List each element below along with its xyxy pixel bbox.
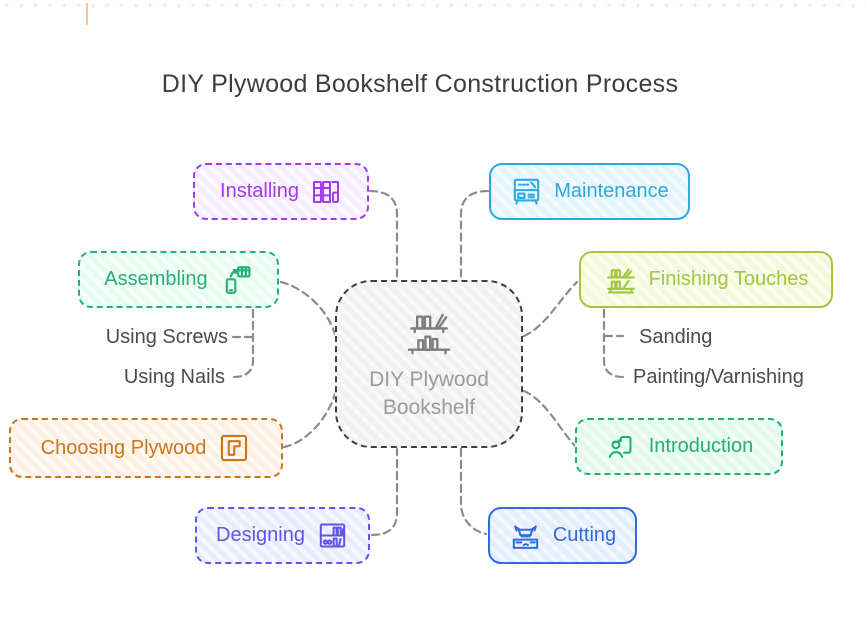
plywood-sheet-icon	[217, 431, 251, 465]
cabinet-icon	[510, 175, 543, 208]
connector-maintenance	[459, 189, 490, 281]
node-assembling: Assembling	[78, 251, 279, 308]
node-label: Introduction	[648, 435, 754, 457]
node-label: Finishing Touches	[648, 268, 809, 290]
node-label: Cutting	[552, 524, 617, 546]
worker-plan-icon	[605, 430, 638, 463]
shelf-books-icon	[604, 263, 638, 297]
node-central: DIY Plywood Bookshelf	[335, 280, 523, 448]
node-cutting: Cutting	[488, 507, 637, 564]
central-node-label: DIY Plywood Bookshelf	[369, 367, 489, 419]
connector-introduction	[522, 389, 577, 448]
assembly-transfer-icon	[219, 263, 253, 297]
diagram-title: DIY Plywood Bookshelf Construction Proce…	[161, 70, 679, 98]
saw-plank-icon	[509, 519, 542, 552]
node-maintenance: Maintenance	[489, 163, 690, 220]
bookshelf-icon	[400, 306, 458, 358]
node-introduction: Introduction	[575, 418, 783, 475]
node-designing: Designing	[195, 507, 370, 564]
leaf-using-screws: Using Screws	[105, 326, 228, 348]
grid-dots: ++++++++++++++++++++++++++++++++++++++++…	[4, 1, 866, 12]
bookcase-icon	[316, 519, 349, 552]
connector-finishing	[522, 280, 579, 338]
node-choosing-plywood: Choosing Plywood	[9, 418, 283, 478]
connector-installing	[368, 189, 399, 281]
node-label: Installing	[220, 180, 299, 202]
connector-screws-spine	[232, 308, 255, 379]
node-label: Designing	[216, 524, 305, 546]
connector-assembling	[279, 280, 337, 336]
leaf-painting-varnishing: Painting/Varnishing	[633, 366, 804, 388]
connector-cutting	[459, 447, 488, 536]
connector-sanding-spine	[602, 308, 625, 379]
node-finishing-touches: Finishing Touches	[579, 251, 833, 308]
node-label: Choosing Plywood	[40, 436, 207, 459]
books-icon	[310, 176, 342, 208]
connector-designing	[370, 447, 399, 537]
node-installing: Installing	[193, 163, 369, 220]
connector-choosing	[282, 392, 337, 449]
leaf-sanding: Sanding	[639, 326, 713, 348]
node-label: Assembling	[104, 268, 208, 290]
node-label: Maintenance	[554, 180, 669, 202]
leaf-using-nails: Using Nails	[123, 366, 225, 388]
ruler-mark	[86, 3, 88, 25]
